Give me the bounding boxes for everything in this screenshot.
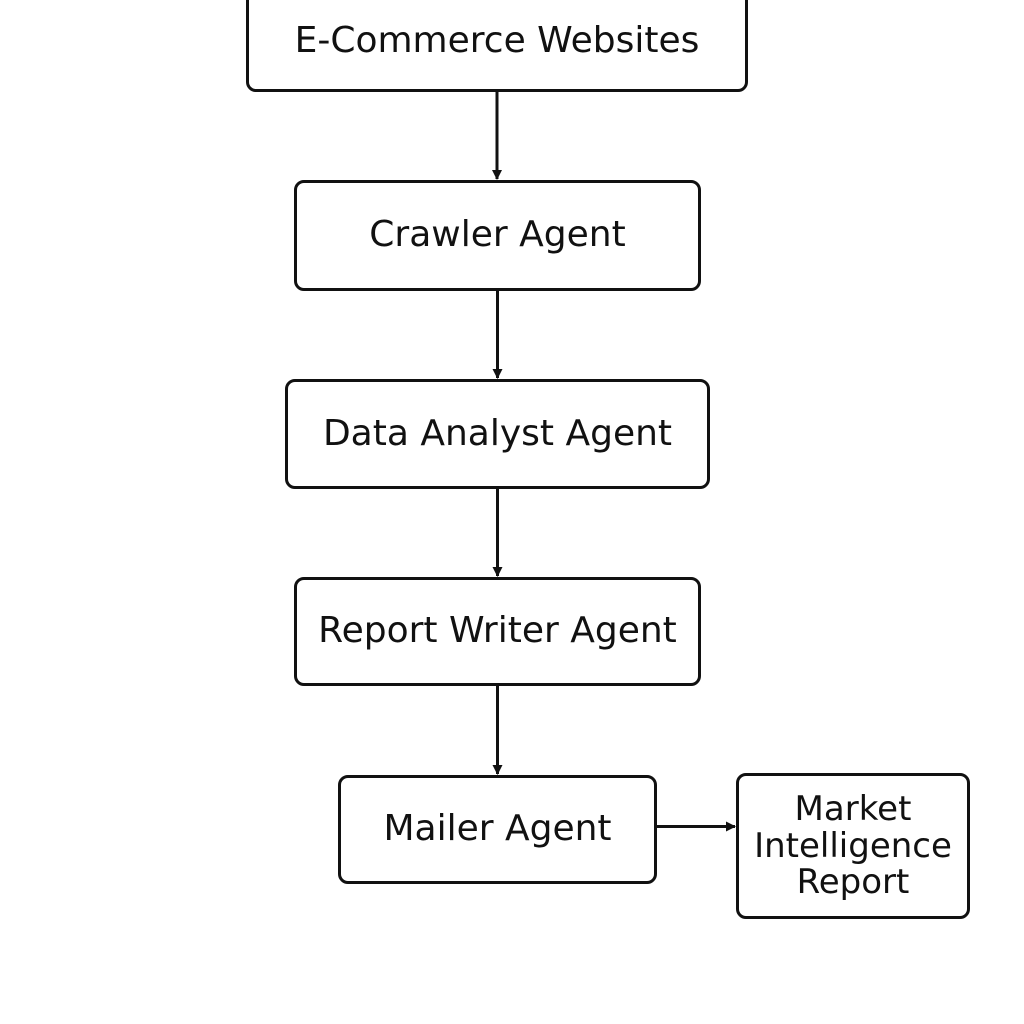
edges-group [492,92,736,832]
mailer-agent-label: Mailer Agent [383,808,612,850]
data-analyst-agent-node: Data Analyst Agent [285,379,710,489]
ecommerce-websites-label: E-Commerce Websites [294,19,700,61]
crawler-agent-label: Crawler Agent [369,214,626,256]
report-writer-agent-label: Report Writer Agent [318,610,677,652]
ecommerce-websites-node: E-Commerce Websites [246,0,748,92]
crawler-agent-node: Crawler Agent [294,180,701,291]
data-analyst-agent-label: Data Analyst Agent [322,412,673,454]
market-intelligence-report-node: Market Intelligence Report [736,773,970,919]
market-intelligence-report-label: Market Intelligence Report [754,788,952,903]
report-writer-agent-node: Report Writer Agent [294,577,701,686]
mailer-agent-node: Mailer Agent [338,775,657,884]
